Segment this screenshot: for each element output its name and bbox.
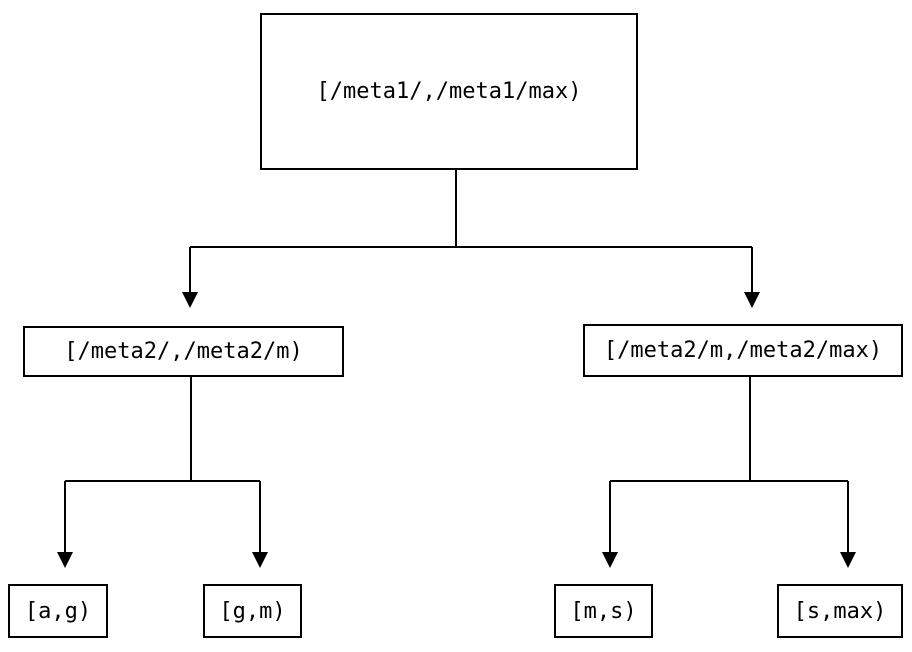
arrowhead-down-icon bbox=[744, 292, 760, 308]
tree-node-leaf-ms: [m,s) bbox=[554, 584, 653, 638]
tree-node-mid-left: [/meta2/,/meta2/m) bbox=[23, 326, 344, 377]
tree-node-label: [g,m) bbox=[219, 598, 286, 624]
arrowhead-down-icon bbox=[840, 552, 856, 568]
tree-node-leaf-smax: [s,max) bbox=[777, 584, 903, 638]
tree-node-label: [m,s) bbox=[570, 598, 637, 624]
arrowhead-down-icon bbox=[602, 552, 618, 568]
tree-node-root: [/meta1/,/meta1/max) bbox=[260, 13, 638, 170]
tree-node-label: [/meta2/m,/meta2/max) bbox=[603, 338, 883, 363]
tree-node-mid-right: [/meta2/m,/meta2/max) bbox=[583, 324, 903, 377]
arrowhead-down-icon bbox=[252, 552, 268, 568]
arrowhead-down-icon bbox=[182, 292, 198, 308]
tree-node-label: [s,max) bbox=[793, 598, 887, 624]
tree-node-label: [/meta1/,/meta1/max) bbox=[316, 79, 582, 104]
tree-node-label: [a,g) bbox=[24, 598, 92, 624]
arrowhead-down-icon bbox=[57, 552, 73, 568]
tree-node-label: [/meta2/,/meta2/m) bbox=[64, 339, 303, 364]
tree-node-leaf-gm: [g,m) bbox=[203, 584, 302, 638]
tree-node-leaf-ag: [a,g) bbox=[8, 584, 108, 638]
